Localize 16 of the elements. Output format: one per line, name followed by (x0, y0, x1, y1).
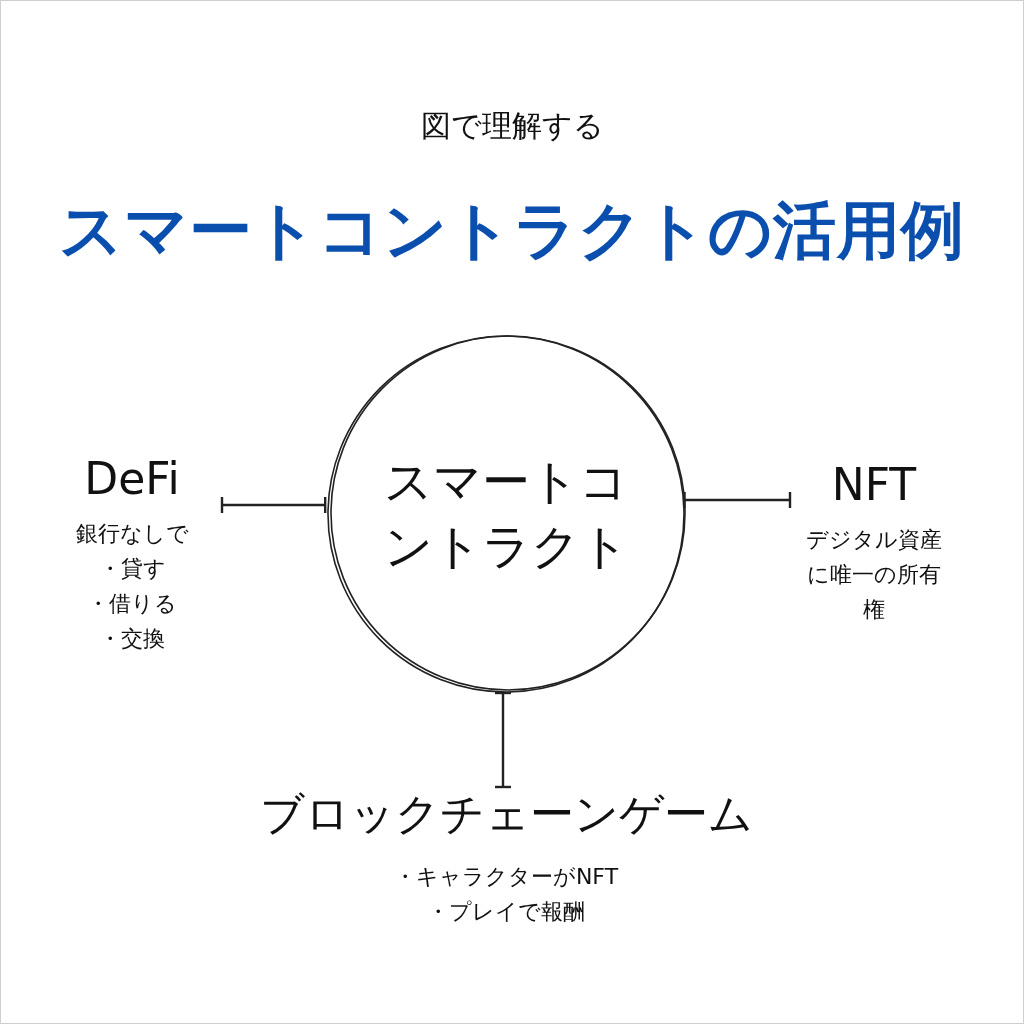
title: スマートコントラクトの活用例 (58, 193, 966, 269)
body-text: ・借りる (87, 590, 177, 619)
subtitle-text: 図で理解する (419, 107, 605, 145)
body-text: ・貸す (98, 555, 166, 583)
body-text: ・キャラクターがNFT (393, 862, 619, 891)
body-text: デジタル資産に唯一の所有権 (805, 525, 943, 625)
body-text: 銀行なしで (75, 519, 189, 548)
heading-text: DeFi (84, 453, 180, 506)
body-text: ・プレイで報酬 (427, 898, 585, 926)
connector-line (493, 691, 513, 789)
connector-line (220, 495, 327, 515)
heading-text: ブロックチェーンゲーム (259, 788, 753, 841)
heading-text: NFT (831, 459, 917, 512)
circle-label: スマートコントラクト (382, 452, 630, 576)
connector-line (683, 490, 792, 510)
body-text: ・交換 (99, 625, 165, 654)
